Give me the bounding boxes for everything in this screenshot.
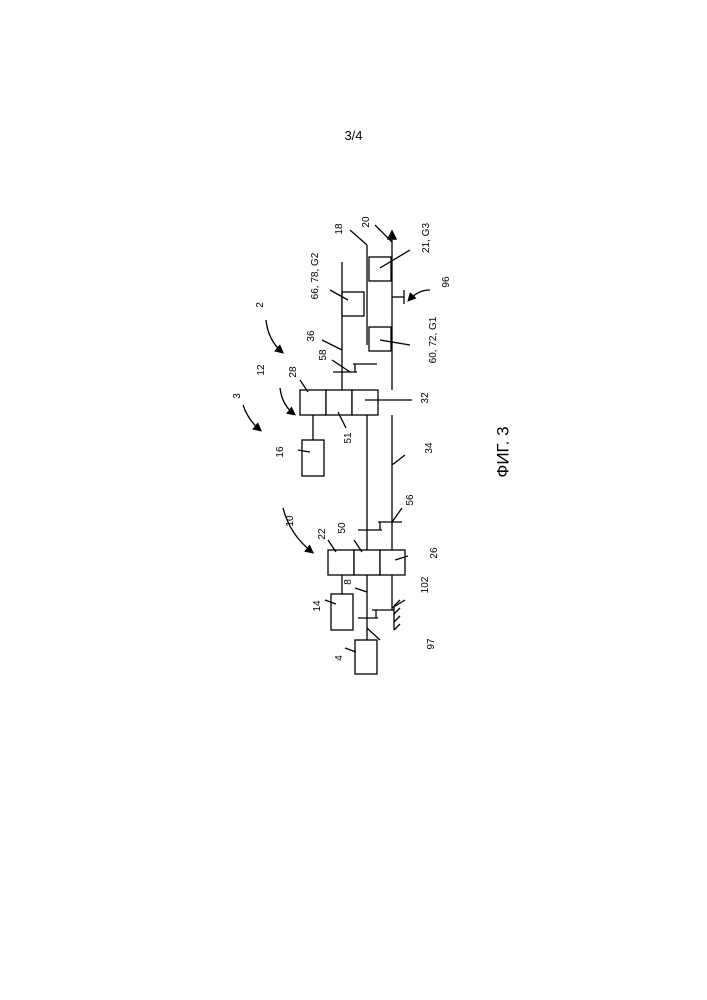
- clutch-56: [358, 522, 402, 530]
- engine-4-box: [355, 640, 377, 674]
- planetary-10-carrier-50: [354, 550, 380, 575]
- label-16: 16: [275, 446, 286, 458]
- label-97: 97: [426, 638, 437, 650]
- label-8: 8: [343, 579, 354, 585]
- planetary-12-sun-32: [352, 390, 378, 415]
- machine-14-box: [331, 594, 353, 630]
- label-26: 26: [429, 547, 440, 559]
- label-36: 36: [306, 330, 317, 342]
- label-50: 50: [337, 522, 348, 534]
- gear-pair-g1-box: [369, 327, 391, 351]
- label-10: 10: [285, 515, 296, 527]
- planetary-12-carrier-51: [326, 390, 352, 415]
- label-34: 34: [424, 442, 435, 454]
- gear-pair-g2-box: [342, 292, 364, 316]
- label-4: 4: [334, 655, 345, 661]
- brake-102: [358, 600, 400, 630]
- brake-96: [392, 290, 404, 304]
- label-66-78-g2: 66, 78, G2: [310, 252, 321, 299]
- label-60-72-g1: 60, 72, G1: [428, 316, 439, 363]
- machine-16-box: [302, 440, 324, 476]
- label-58: 58: [318, 349, 329, 361]
- label-32: 32: [420, 392, 431, 404]
- label-96: 96: [441, 276, 452, 288]
- arrow-3: [243, 405, 260, 430]
- label-20: 20: [361, 216, 372, 228]
- label-22: 22: [317, 528, 328, 540]
- label-18: 18: [334, 223, 345, 235]
- label-14: 14: [312, 600, 323, 612]
- label-21-g3: 21, G3: [421, 223, 432, 253]
- label-3: 3: [232, 393, 243, 399]
- gear-pair-g3-box: [369, 257, 391, 281]
- label-12: 12: [256, 364, 267, 376]
- label-2: 2: [255, 302, 266, 308]
- planetary-10-ring-22: [328, 550, 354, 575]
- planetary-10-sun-26: [380, 550, 405, 575]
- arrow-2: [266, 320, 282, 352]
- label-28: 28: [288, 366, 299, 378]
- figure-caption: ФИГ. 3: [494, 426, 514, 477]
- arrow-12: [280, 388, 294, 414]
- label-51: 51: [343, 432, 354, 444]
- label-102: 102: [420, 576, 431, 593]
- label-56: 56: [405, 494, 416, 506]
- planetary-12-ring-28: [300, 390, 326, 415]
- arrow-10: [283, 508, 312, 552]
